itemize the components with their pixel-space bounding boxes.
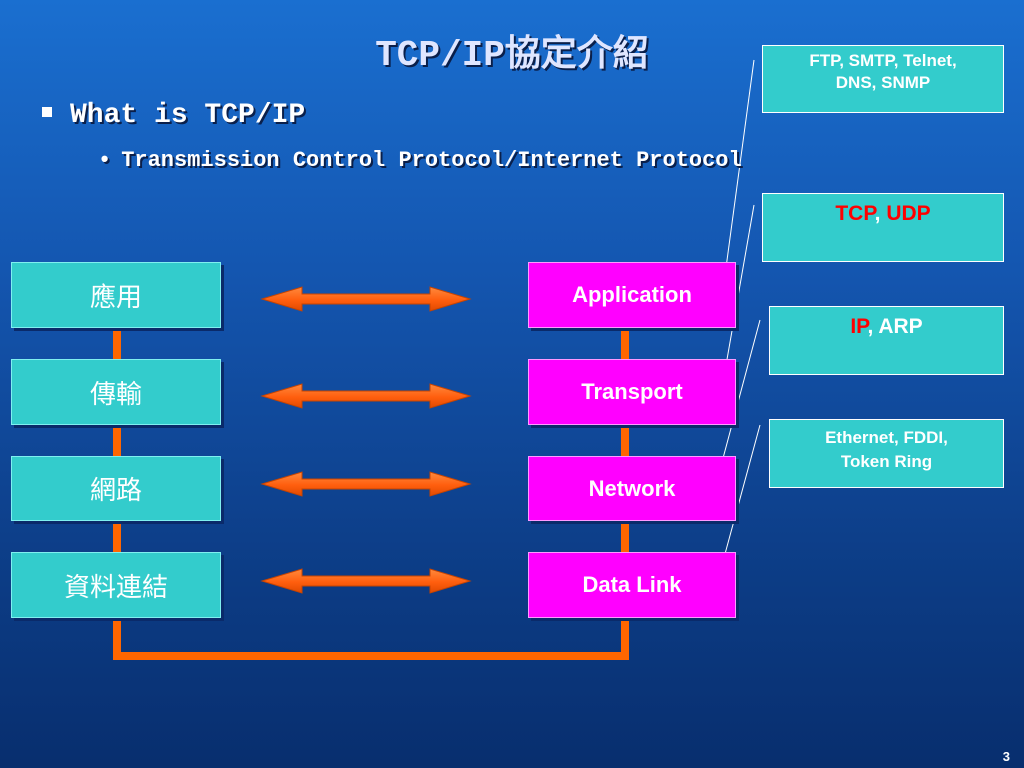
left-layer-label: 資料連結 (63, 572, 168, 603)
double-arrow-network (260, 471, 472, 497)
right-layer-datalink: Data Link (528, 552, 736, 618)
callout-line: FTP, SMTP, Telnet, (809, 51, 957, 70)
double-arrow-datalink (260, 568, 472, 594)
page-number: 3 (1002, 749, 1010, 764)
right-layer-label: Application (572, 282, 692, 307)
callout-application-protocols: FTP, SMTP, Telnet, DNS, SNMP (762, 45, 1004, 113)
right-layer-label: Transport (581, 379, 683, 404)
callout-separator: , (874, 202, 887, 225)
left-layer-label: 應用 (89, 282, 142, 313)
left-layer-transport: 傳輸 (11, 359, 221, 425)
left-layer-label: 網路 (89, 476, 142, 506)
sub-bullet-text: Transmission Control Protocol/Internet P… (121, 148, 742, 173)
arp-label: , ARP (867, 315, 923, 338)
left-stack-connectors (113, 328, 121, 554)
udp-label: UDP (886, 202, 931, 225)
ip-label: IP (850, 315, 868, 338)
left-layer-label: 傳輸 (89, 379, 142, 410)
bottom-u-connector (113, 618, 629, 660)
callout-network-protocols: IP, ARP (769, 306, 1004, 375)
double-arrow-transport (260, 383, 472, 409)
left-layer-application: 應用 (11, 262, 221, 328)
left-layer-datalink: 資料連結 (11, 552, 221, 618)
right-layer-application: Application (528, 262, 736, 328)
right-stack-connectors (621, 328, 629, 554)
callout-line: Token Ring (840, 452, 933, 471)
dot-bullet-icon: • (98, 148, 112, 173)
layer-arrows (260, 286, 472, 594)
tcp-label: TCP (835, 202, 875, 225)
right-layer-network: Network (528, 456, 736, 521)
left-layer-network: 網路 (11, 456, 221, 521)
right-layer-transport: Transport (528, 359, 736, 425)
right-layer-label: Network (588, 475, 676, 501)
callout-line: DNS, SNMP (835, 73, 931, 92)
bullet-what-is-tcpip: What is TCP/IP (42, 100, 305, 131)
right-layer-label: Data Link (582, 572, 682, 597)
square-bullet-icon (42, 106, 52, 117)
callout-transport-protocols: TCP, UDP (762, 193, 1004, 262)
sub-bullet: • Transmission Control Protocol/Internet … (98, 148, 742, 173)
callout-line: Ethernet, FDDI, (825, 428, 948, 447)
bullet-text: What is TCP/IP (70, 100, 306, 131)
slide-title: TCP/IP協定介紹 (375, 35, 649, 76)
double-arrow-application (260, 286, 472, 312)
callout-datalink-protocols: Ethernet, FDDI, Token Ring (769, 419, 1004, 488)
callout-leader-lines (721, 59, 761, 566)
